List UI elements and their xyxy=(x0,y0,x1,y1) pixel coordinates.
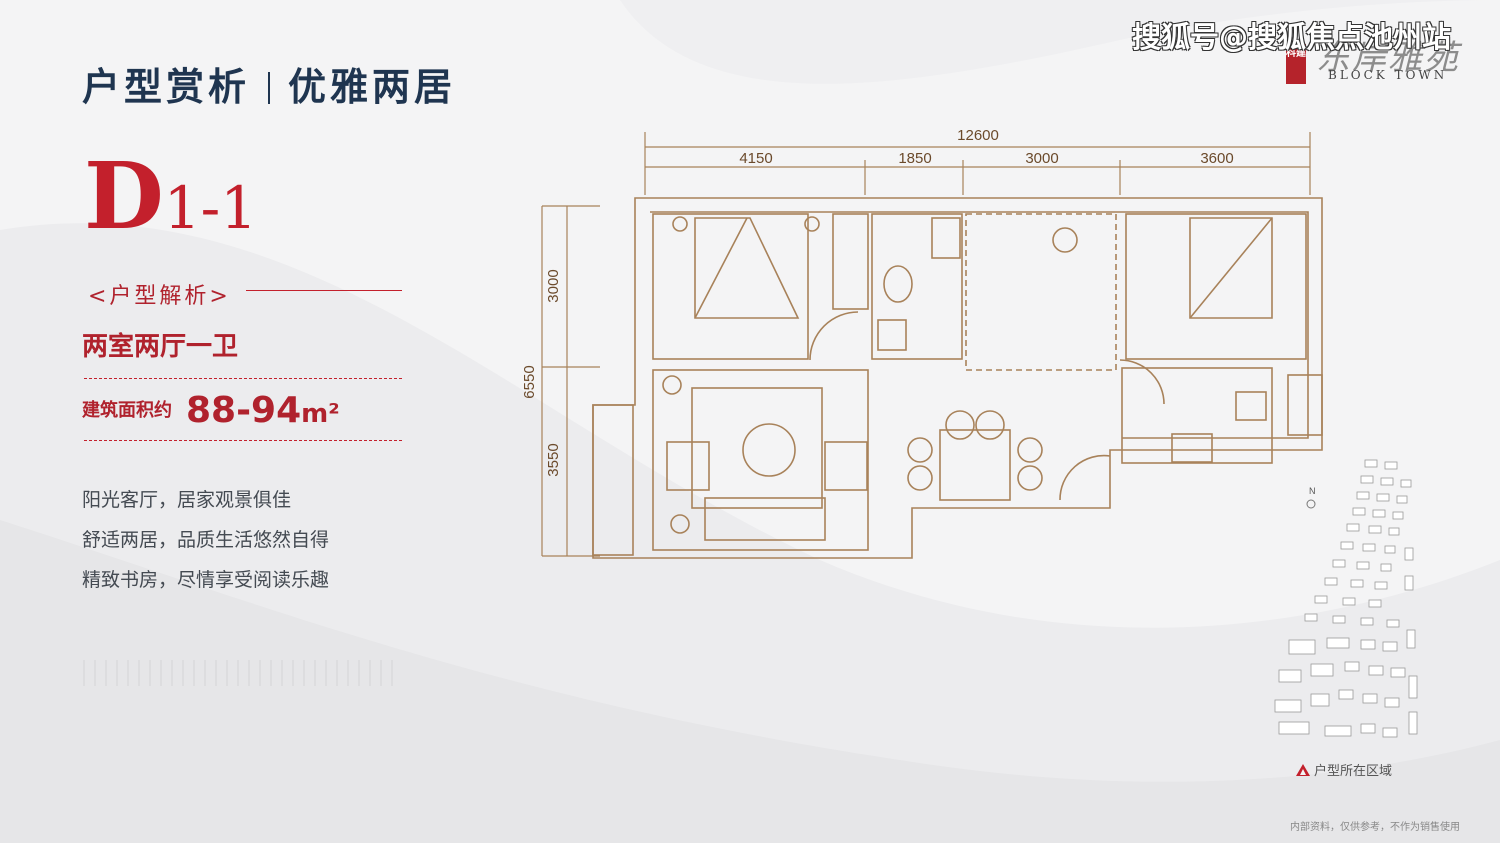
dim-segment: 1850 xyxy=(898,150,931,167)
layout-type: 两室两厅一卫 xyxy=(82,332,239,362)
dim-segment: 3000 xyxy=(1025,150,1058,167)
brand-seal: 科建 xyxy=(1286,44,1306,84)
feature-item: 阳光客厅，居家观景俱佳 xyxy=(82,489,292,511)
brand-logo: 科建 东岸雅苑 BLOCK TOWN xyxy=(1286,30,1466,90)
header-subtitle: 优雅两居 xyxy=(288,65,457,109)
legend-label: 户型所在区域 xyxy=(1314,764,1393,779)
floor-plan: 12600 4150 1850 3000 3600 6550 3000 3550 xyxy=(521,127,1323,559)
brand-name-en: BLOCK TOWN xyxy=(1328,68,1448,82)
unit-letter: D xyxy=(84,142,164,250)
dim-depth-segment: 3000 xyxy=(545,269,562,302)
area-row: 建筑面积约 88-94m² xyxy=(82,390,340,431)
area-label: 建筑面积约 xyxy=(82,400,172,421)
site-location-map: N xyxy=(1274,459,1418,738)
feature-item: 精致书房，尽情享受阅读乐趣 xyxy=(82,569,330,591)
dim-total-depth: 6550 xyxy=(521,365,538,398)
site-map-legend: 户型所在区域 xyxy=(1296,760,1392,779)
dim-segment: 4150 xyxy=(739,150,772,167)
location-marker-icon xyxy=(1296,764,1310,776)
header-divider xyxy=(268,72,271,104)
feature-list: 阳光客厅，居家观景俱佳 舒适两居，品质生活悠然自得 精致书房，尽情享受阅读乐趣 xyxy=(82,486,329,606)
site-buildings xyxy=(1274,459,1418,738)
area-unit: m² xyxy=(301,399,340,429)
page-header: 户型赏析优雅两居 xyxy=(82,56,456,111)
dim-segment: 3600 xyxy=(1200,150,1233,167)
brand-name-cn: 东岸雅苑 xyxy=(1316,38,1460,78)
north-label: N xyxy=(1309,486,1316,496)
dim-total-width: 12600 xyxy=(957,127,999,144)
area-value: 88-94 xyxy=(186,390,302,431)
analysis-divider xyxy=(246,290,402,291)
dashed-divider xyxy=(84,378,402,379)
unit-code: D1-1 xyxy=(84,150,257,242)
unit-number: 1-1 xyxy=(163,174,258,242)
dim-depth-segment: 3550 xyxy=(545,443,562,476)
north-compass-icon xyxy=(1306,499,1316,509)
decorative-ticks xyxy=(83,660,393,686)
feature-item: 舒适两居，品质生活悠然自得 xyxy=(82,529,330,551)
dashed-divider xyxy=(84,440,402,441)
analysis-label: <户型解析> xyxy=(88,284,231,309)
watermark-text: 搜狐号@搜狐焦点池州站 xyxy=(1132,20,1452,54)
footer-disclaimer: 内部资料，仅供参考，不作为销售使用 xyxy=(1290,822,1460,833)
header-section: 户型赏析 xyxy=(82,65,251,109)
